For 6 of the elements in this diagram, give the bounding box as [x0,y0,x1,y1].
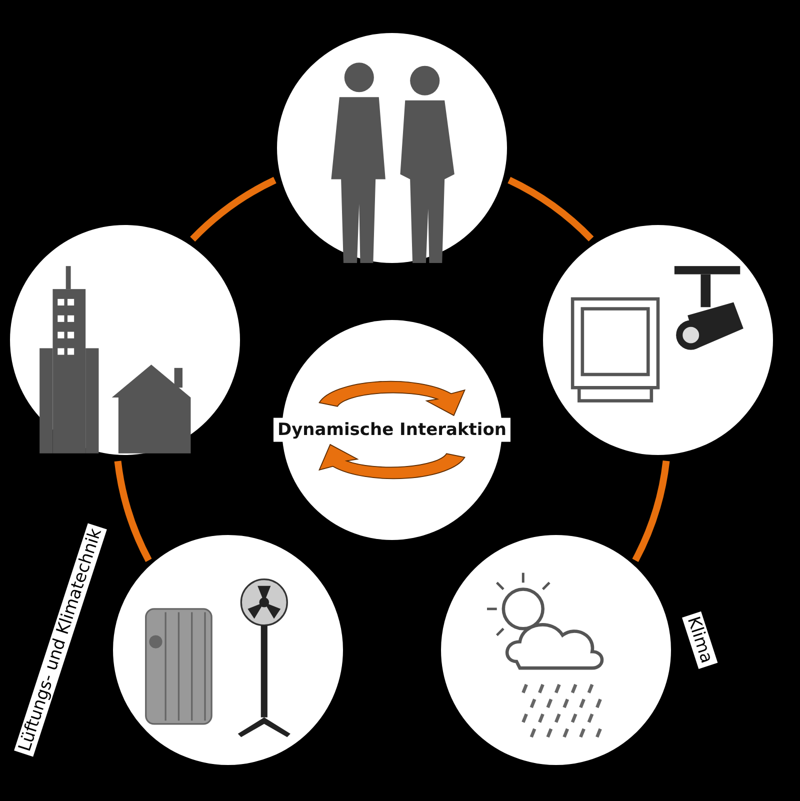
center-label: Dynamische Interaktion [273,418,511,442]
connector-arc [190,177,276,242]
connector-arc [632,460,670,562]
connector-arc [114,460,152,562]
node-caption: Klima [682,611,718,669]
connector-arc [508,176,594,242]
